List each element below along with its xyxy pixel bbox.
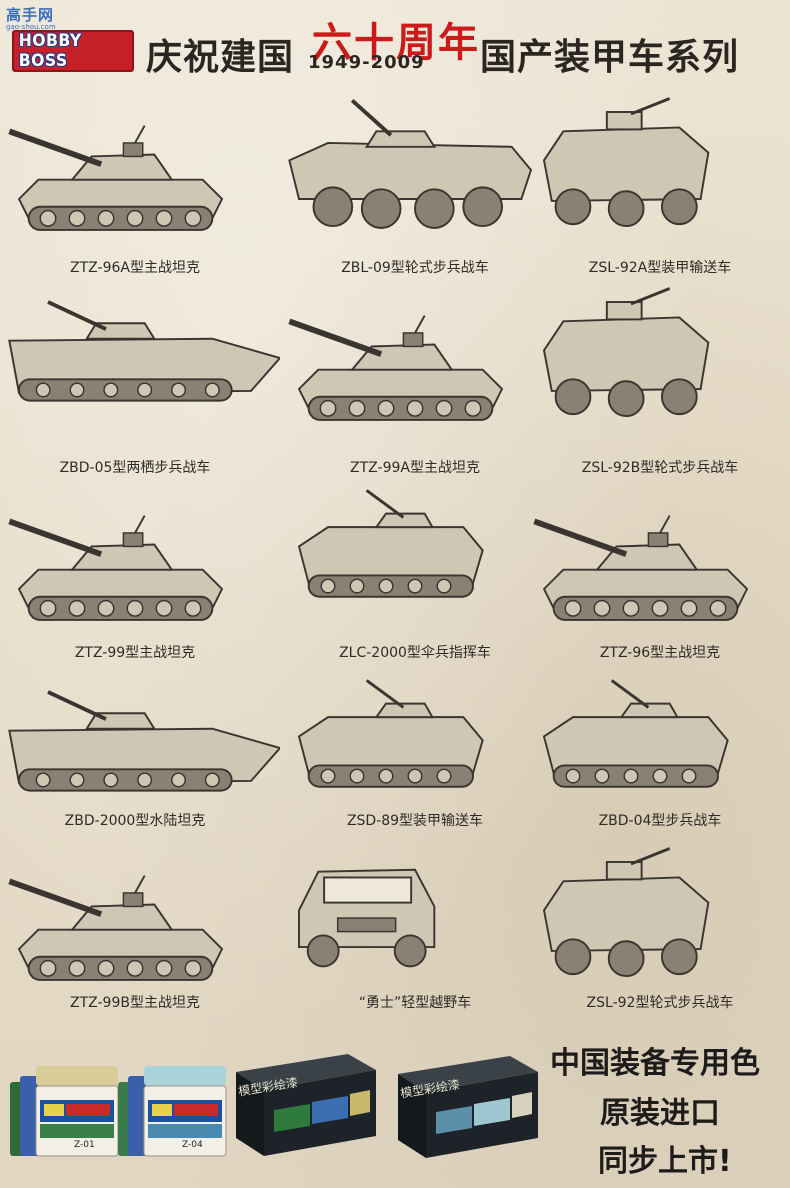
vehicle-caption: ZBD-04型步兵战车	[598, 813, 722, 829]
vehicle-caption: ZTZ-99型主战坦克	[74, 645, 196, 661]
vehicle-caption: ZSD-89型装甲输送车	[346, 813, 484, 829]
brand-logo-text: HOBBY BOSS	[18, 31, 82, 71]
title-left: 庆祝建国	[146, 37, 295, 78]
vehicle-illustration	[270, 480, 560, 640]
vehicle-illustration	[0, 670, 280, 830]
vehicle-caption: ZBL-09型轮式步兵战车	[341, 260, 489, 276]
title-right: 国产装甲车系列	[480, 37, 740, 78]
jar-cap	[36, 1066, 118, 1086]
vehicle-illustration	[0, 90, 280, 250]
vehicle-illustration	[270, 90, 560, 250]
vehicle-caption: ZBD-2000型水陆坦克	[64, 813, 206, 829]
paint-jar-set-1: Z-01	[10, 1060, 120, 1164]
watermark-text: 高手网	[6, 6, 55, 24]
watermark-url: gao-shou.com	[6, 23, 56, 31]
vehicle-caption: ZTZ-96A型主战坦克	[70, 260, 200, 276]
paint-jar-set-2: Z-04	[118, 1060, 228, 1164]
vehicle-caption: ZTZ-99A型主战坦克	[350, 460, 480, 476]
vehicle-illustration	[515, 90, 790, 250]
vehicle-caption: ZSL-92型轮式步兵战车	[586, 995, 734, 1011]
vehicle-illustration	[515, 840, 790, 1000]
vehicle-caption: “勇士”轻型越野车	[358, 995, 472, 1011]
jar-label: Z-04	[182, 1140, 203, 1150]
vehicle-caption: ZTZ-99B型主战坦克	[70, 995, 200, 1011]
vehicle-illustration	[0, 480, 280, 640]
slogan-line-3: 同步上市!	[598, 1144, 732, 1179]
vehicle-illustration	[270, 840, 560, 1000]
vehicle-caption: ZBD-05型两栖步兵战车	[59, 460, 211, 476]
jar-label: Z-01	[74, 1140, 95, 1150]
jar-cap	[144, 1066, 226, 1086]
vehicle-illustration	[0, 280, 280, 440]
vehicle-illustration	[515, 670, 790, 830]
vehicle-illustration	[0, 840, 280, 1000]
title-years: 1949-2009	[308, 52, 425, 73]
slogan-line-2: 原装进口	[600, 1096, 720, 1131]
vehicle-illustration	[515, 280, 790, 440]
brand-logo: HOBBY BOSS	[12, 30, 134, 72]
vehicle-caption: ZLC-2000型伞兵指挥车	[339, 645, 491, 661]
vehicle-caption: ZSL-92B型轮式步兵战车	[581, 460, 739, 476]
paint-box-2: 模型彩绘漆	[392, 1052, 542, 1166]
title-highlight: 六十周年	[312, 20, 480, 66]
vehicle-caption: ZTZ-96型主战坦克	[599, 645, 721, 661]
paint-box-1: 模型彩绘漆	[230, 1050, 380, 1164]
vehicle-illustration	[270, 670, 560, 830]
watermark: 高手网 gao-shou.com	[6, 4, 70, 31]
vehicle-caption: ZSL-92A型装甲输送车	[588, 260, 732, 276]
vehicle-illustration	[515, 480, 790, 640]
slogan-line-1: 中国装备专用色	[550, 1046, 760, 1081]
vehicle-illustration	[270, 280, 560, 440]
